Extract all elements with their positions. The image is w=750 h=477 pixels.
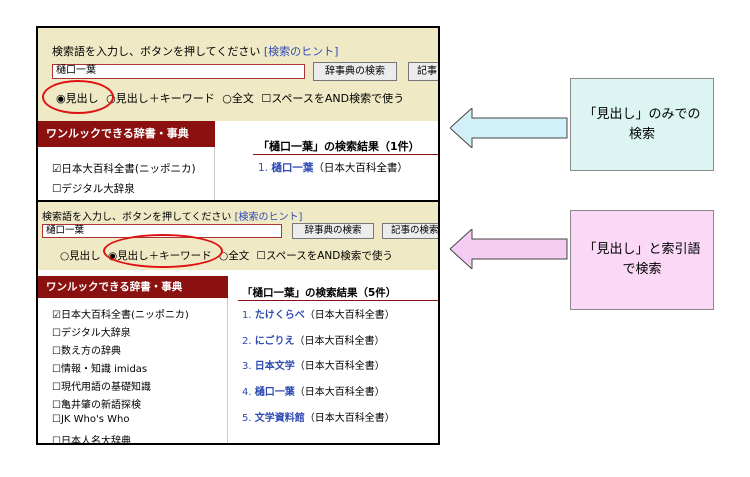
dict-checkbox-nipponica[interactable]: ☑日本大百科全書(ニッポニカ) (52, 310, 189, 321)
radio-fulltext[interactable]: ○全文 (222, 92, 254, 105)
prompt-text: 検索語を入力し、ボタンを押してください (42, 212, 232, 223)
sidebar-header: ワンルックできる辞書・事典 (38, 121, 215, 147)
dict-checkbox-jk-whos-who[interactable]: ☐JK Who's Who (52, 414, 130, 425)
radio-headword[interactable]: ○見出し (60, 250, 101, 262)
prompt-text: 検索語を入力し、ボタンを押してください (52, 45, 261, 58)
callout-headword-only: 「見出し」のみでの 検索 (570, 78, 714, 171)
article-search-button[interactable]: 記事の検索 (382, 223, 438, 239)
arrow-left-icon (450, 229, 568, 269)
panel-headword-search: 検索語を入力し、ボタンを押してください [検索のヒント] 樋口一葉 辞事典の検索… (38, 28, 438, 200)
dict-checkbox-kamei-shingo[interactable]: ☐亀井肇の新語探検 (52, 400, 141, 411)
results-divider (253, 154, 438, 155)
dict-checkbox-gendai-yogo[interactable]: ☐現代用語の基礎知識 (52, 382, 151, 393)
and-search-checkbox[interactable]: ☐スペースをAND検索で使う (256, 250, 393, 262)
dict-checkbox-kazoekata[interactable]: ☐数え方の辞典 (52, 346, 121, 357)
search-hint-link[interactable]: [検索のヒント] (263, 45, 339, 58)
results-header: 「樋口一葉」の検索結果（1件） (258, 140, 420, 153)
search-prompt: 検索語を入力し、ボタンを押してください [検索のヒント] (42, 208, 302, 223)
dict-checkbox-daijisen[interactable]: ☐デジタル大辞泉 (52, 328, 131, 339)
result-item[interactable]: 5. 文学資料館（日本大百科全書） (242, 413, 395, 424)
sidebar-header: ワンルックできる辞書・事典 (38, 276, 228, 298)
dict-checkbox-jinmei[interactable]: ☐日本人名大辞典 (52, 436, 131, 445)
dictionary-list: ☑日本大百科全書(ニッポニカ) ☐デジタル大辞泉 (38, 147, 215, 200)
and-search-checkbox[interactable]: ☐スペースをAND検索で使う (261, 92, 405, 105)
highlight-oval-headword (42, 80, 114, 114)
arrow-left-icon (450, 108, 568, 148)
dictionary-list: ☑日本大百科全書(ニッポニカ) ☐デジタル大辞泉 ☐数え方の辞典 ☐情報・知識 … (38, 298, 228, 445)
search-input[interactable]: 樋口一葉 (52, 64, 305, 79)
dict-checkbox-nipponica[interactable]: ☑日本大百科全書(ニッポニカ) (52, 163, 196, 175)
dict-checkbox-daijisen[interactable]: ☐デジタル大辞泉 (52, 183, 135, 195)
highlight-oval-headword-keyword (103, 234, 223, 268)
dictionary-search-button[interactable]: 辞事典の検索 (292, 223, 374, 239)
dictionary-search-button[interactable]: 辞事典の検索 (313, 62, 397, 81)
panel-headword-index-search: 検索語を入力し、ボタンを押してください [検索のヒント] 樋口一葉 辞事典の検索… (38, 202, 438, 445)
radio-fulltext[interactable]: ○全文 (219, 250, 250, 262)
result-item[interactable]: 1. たけくらべ（日本大百科全書） (242, 310, 395, 321)
search-bar: 検索語を入力し、ボタンを押してください [検索のヒント] 樋口一葉 辞事典の検索… (38, 202, 438, 270)
result-item[interactable]: 3. 日本文学（日本大百科全書） (242, 361, 385, 372)
result-item[interactable]: 2. にごりえ（日本大百科全書） (242, 336, 385, 347)
dict-checkbox-imidas[interactable]: ☐情報・知識 imidas (52, 364, 148, 375)
search-prompt: 検索語を入力し、ボタンを押してください [検索のヒント] (52, 43, 338, 59)
article-search-button[interactable]: 記事 (408, 62, 438, 81)
result-item[interactable]: 1. 樋口一葉（日本大百科全書） (258, 162, 408, 174)
search-hint-link[interactable]: [検索のヒント] (234, 212, 303, 223)
results-header: 「樋口一葉」の検索結果（5件） (242, 287, 397, 299)
panel-divider (38, 200, 438, 202)
results-divider (238, 300, 438, 301)
result-item[interactable]: 4. 樋口一葉（日本大百科全書） (242, 387, 385, 398)
callout-headword-and-index: 「見出し」と索引語 で検索 (570, 210, 714, 310)
radio-headword-keyword[interactable]: ○見出し＋キーワード (106, 92, 215, 105)
